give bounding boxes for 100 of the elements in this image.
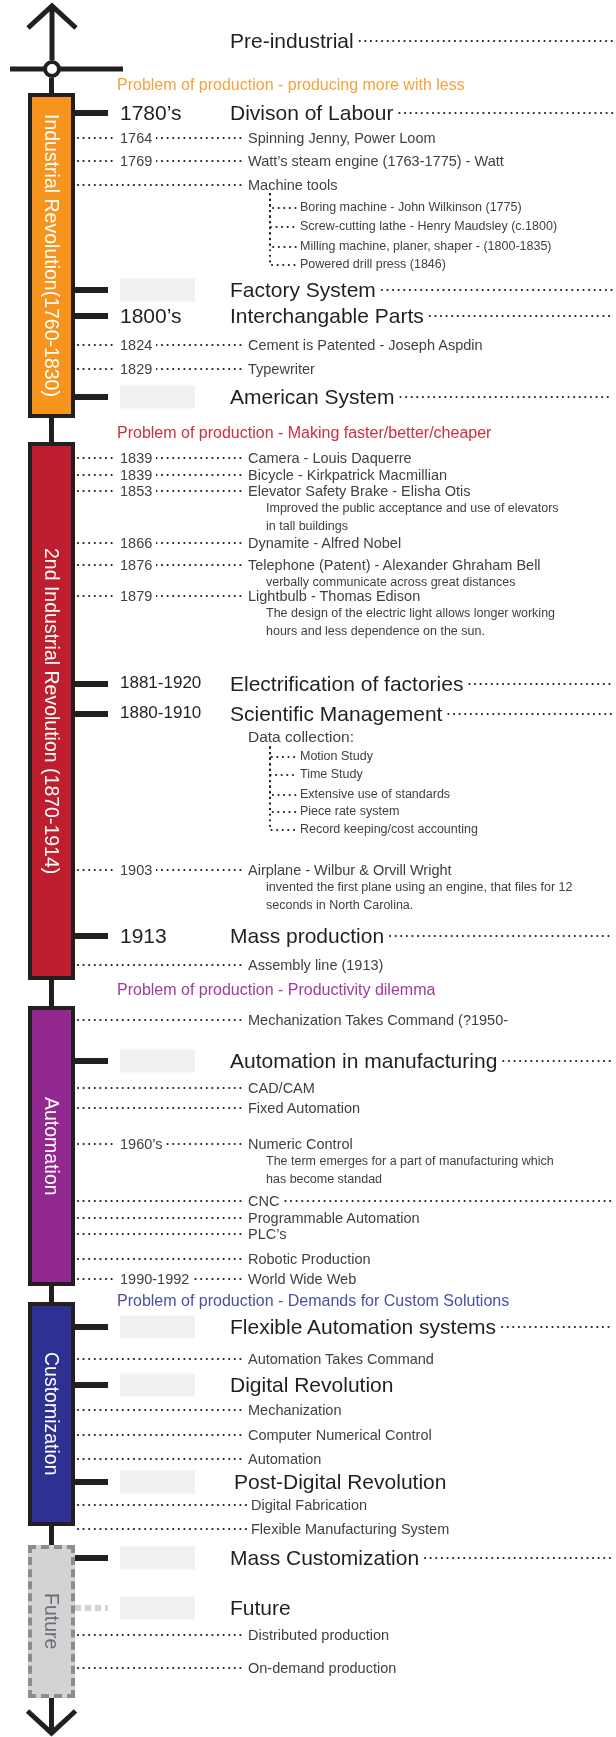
description-text: The design of the electric light allows longer working hours and less dependence on the sun.: [266, 605, 557, 640]
event-text: Bicycle - Kirkpatrick Macmillian: [248, 467, 447, 483]
event-text: Cement is Patented - Joseph Aspdin: [248, 337, 483, 353]
event-text: Automation: [248, 1451, 322, 1467]
dotted-leader-line: [380, 288, 615, 292]
year-label: 1780’s: [120, 101, 182, 125]
year-label: 1913: [120, 924, 167, 948]
event-text: Machine tools: [248, 177, 338, 193]
edge-label: 1824: [116, 337, 157, 353]
sub-item-text: Screw-cutting lathe - Henry Maudsley (c.1800): [300, 220, 558, 234]
milestone-heading: Scientific Management: [230, 702, 443, 726]
description-text: The term emerges for a part of manufacturing which has become standad: [266, 1153, 555, 1188]
event-text: Typewriter: [248, 361, 315, 377]
event-text: Elevator Safety Brake - Elisha Otis: [248, 483, 471, 499]
tick-mark: [75, 1382, 108, 1388]
tick-mark: [75, 711, 108, 717]
event-text: Fixed Automation: [248, 1100, 361, 1116]
edge-label: 1839: [116, 467, 157, 483]
tick-mark: [75, 313, 108, 319]
description-text: invented the first plane using an engine, that files for 12 seconds in North Carolina.: [266, 879, 574, 914]
arrow: [25, 1698, 78, 1736]
event-text: CNC: [248, 1193, 280, 1209]
edge-label: 1990-1992: [116, 1271, 194, 1287]
event-text: Digital Fabrication: [251, 1497, 368, 1513]
description-text: verbally communicate across great distances: [266, 574, 517, 590]
problem-statement: Problem of production - Demands for Custom Solutions: [117, 1292, 510, 1310]
event-text: Robotic Production: [248, 1251, 371, 1267]
tick-mark: [75, 394, 108, 400]
milestone-heading: Pre-industrial: [230, 29, 354, 53]
event-text: Mechanization: [248, 1402, 342, 1418]
event-text: Watt’s steam engine (1763-1775) - Watt: [248, 153, 504, 169]
era-bar: [28, 1302, 75, 1526]
event-text: Programmable Automation: [248, 1210, 420, 1226]
era-label: Automation: [40, 1096, 63, 1196]
edge-label: 1866: [116, 535, 157, 551]
milestone-heading: Electrification of factories: [230, 672, 464, 696]
sub-item-text: Boring machine - John Wilkinson (1775): [300, 201, 522, 215]
sub-item-text: Milling machine, planer, shaper - (1800-1835): [300, 240, 552, 254]
event-text: Spinning Jenny, Power Loom: [248, 130, 436, 146]
event-text: Airplane - Wilbur & Orvill Wright: [248, 862, 452, 878]
era-bar: [28, 93, 75, 418]
event-text: Dynamite - Alfred Nobel: [248, 535, 402, 551]
connector-line: [49, 1526, 54, 1545]
event-text: PLC’s: [248, 1226, 287, 1242]
event-text: Mechanization Takes Command (?1950-: [248, 1012, 509, 1028]
dotted-leader-line: [76, 1503, 250, 1507]
dotted-leader-line: [76, 1527, 250, 1531]
edge-label: 1764: [116, 130, 157, 146]
event-text: Lightbulb - Thomas Edison: [248, 588, 421, 604]
dotted-leader-line: [447, 712, 615, 716]
dotted-leader-line: [398, 111, 615, 115]
era-bar: [28, 442, 75, 980]
tick-mark: [75, 1324, 108, 1330]
connector-line: [49, 418, 54, 442]
era-bar: [28, 1545, 75, 1698]
era-label: Industrial Revolution(1760-1830): [40, 114, 63, 397]
problem-statement: Problem of production - Productivity dilemma: [117, 981, 436, 999]
tick-mark: [75, 1605, 108, 1611]
event-text: Computer Numerical Control: [248, 1427, 432, 1443]
tick-mark: [75, 1058, 108, 1064]
milestone-heading: Factory System: [230, 278, 376, 302]
milestone-heading: Automation in manufacturing: [230, 1049, 498, 1073]
edge-label: 1769: [116, 153, 157, 169]
problem-statement: Problem of production - producing more with less: [117, 76, 465, 94]
arrow: [25, 3, 79, 60]
milestone-heading: Flexible Automation systems: [230, 1315, 497, 1339]
timeline-circle: [43, 60, 61, 78]
sub-item-text: Extensive use of standards: [300, 788, 451, 802]
sub-item-text: Time Study: [300, 768, 363, 782]
edge-label: 1829: [116, 361, 157, 377]
edge-label: 1879: [116, 588, 157, 604]
tick-mark: [75, 1555, 108, 1561]
edge-label: 1903: [116, 862, 157, 878]
era-label: Customization: [40, 1352, 63, 1476]
tick-mark: [75, 681, 108, 687]
milestone-heading: Divison of Labour: [230, 101, 394, 125]
sub-item-text: Piece rate system: [300, 805, 400, 819]
event-text: Distributed production: [248, 1627, 390, 1643]
era-bar: [28, 1006, 75, 1286]
sub-item-text: Motion Study: [300, 750, 373, 764]
milestone-heading: American System: [230, 385, 395, 409]
tick-mark: [75, 933, 108, 939]
sub-item-text: Powered drill press (1846): [300, 258, 446, 272]
problem-statement: Problem of production - Making faster/better/cheaper: [117, 424, 492, 442]
event-text: CAD/CAM: [248, 1080, 315, 1096]
dotted-leader-line: [358, 39, 615, 43]
milestone-heading: Mass production: [230, 924, 385, 948]
event-text: Telephone (Patent) - Alexander Ghraham Bell: [248, 557, 541, 573]
sub-item-text: Record keeping/cost accounting: [300, 823, 478, 837]
edge-label: 1853: [116, 483, 157, 499]
tick-mark: [75, 287, 108, 293]
era-label: 2nd Industrial Revolution (1870-1914): [40, 547, 63, 875]
description-text: Improved the public acceptance and use of elevators in tall buildings: [266, 500, 560, 535]
note-text: Data collection:: [248, 728, 354, 746]
edge-label: 1839: [116, 450, 157, 466]
tick-mark: [75, 110, 108, 116]
year-label: 1881-1920: [120, 674, 202, 694]
event-text: World Wide Web: [248, 1271, 357, 1287]
connector-line: [49, 1286, 54, 1302]
milestone-heading: Interchangable Parts: [230, 304, 424, 328]
